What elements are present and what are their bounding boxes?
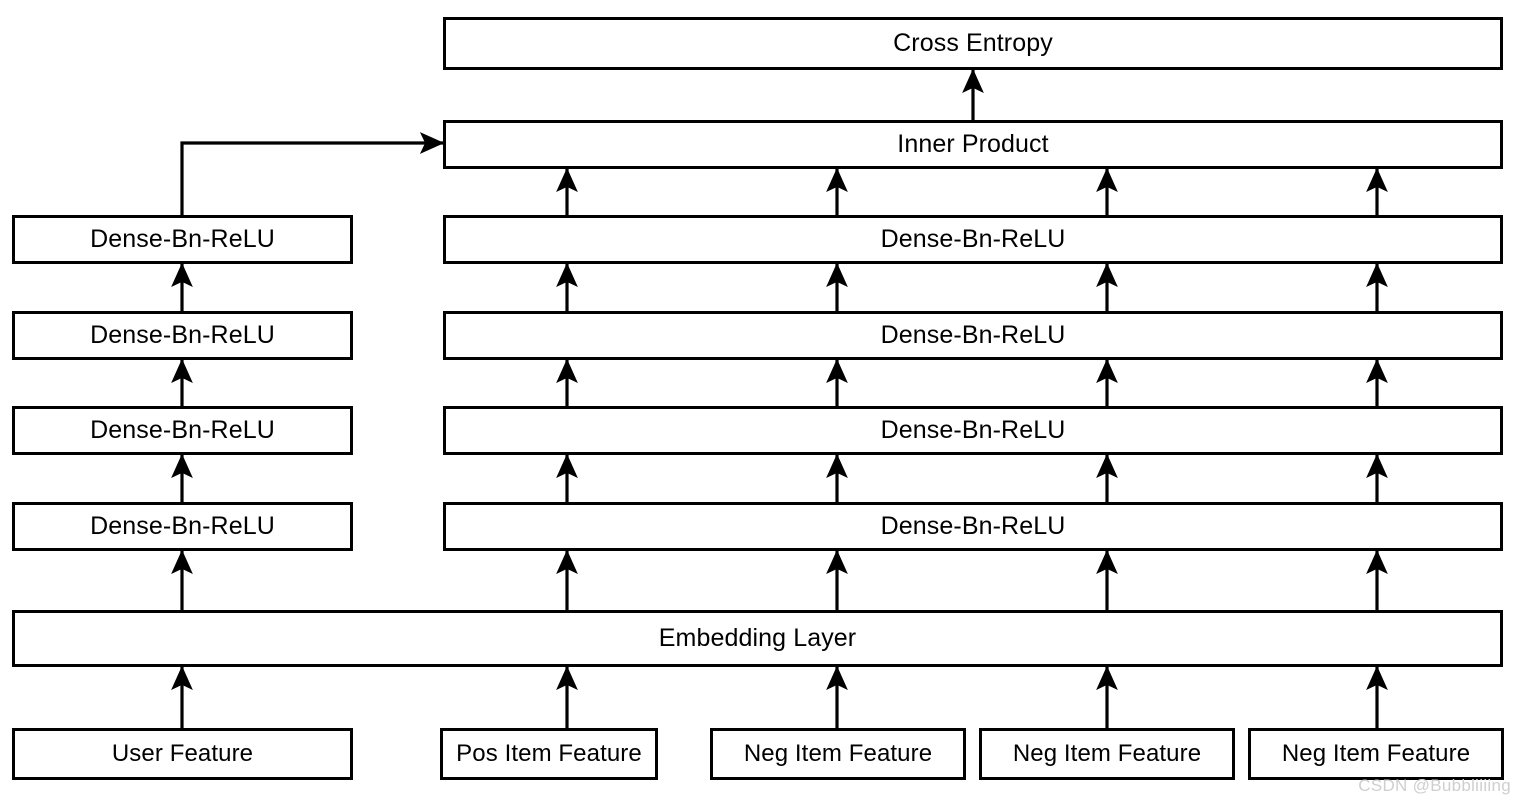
node-cross-entropy[interactable]: Cross Entropy bbox=[443, 17, 1503, 70]
node-item-dense-bn-relu-2[interactable]: Dense-Bn-ReLU bbox=[443, 406, 1503, 455]
node-pos-item-feature[interactable]: Pos Item Feature bbox=[440, 728, 658, 780]
node-user-feature[interactable]: User Feature bbox=[12, 728, 353, 780]
edge-e-userdense-to-inner bbox=[180, 132, 445, 215]
watermark: CSDN @Bubbliiiing bbox=[1358, 776, 1511, 795]
node-item-dense-bn-relu-4[interactable]: Dense-Bn-ReLU bbox=[443, 215, 1503, 264]
node-item-dense-bn-relu-1[interactable]: Dense-Bn-ReLU bbox=[443, 502, 1503, 551]
node-user-dense-bn-relu-1[interactable]: Dense-Bn-ReLU bbox=[12, 502, 353, 551]
node-embedding-layer[interactable]: Embedding Layer bbox=[12, 610, 1503, 667]
node-neg-item-feature-1[interactable]: Neg Item Feature bbox=[710, 728, 966, 780]
node-neg-item-feature-3[interactable]: Neg Item Feature bbox=[1248, 728, 1504, 780]
node-user-dense-bn-relu-2[interactable]: Dense-Bn-ReLU bbox=[12, 406, 353, 455]
node-user-dense-bn-relu-4[interactable]: Dense-Bn-ReLU bbox=[12, 215, 353, 264]
node-inner-product[interactable]: Inner Product bbox=[443, 120, 1503, 169]
node-item-dense-bn-relu-3[interactable]: Dense-Bn-ReLU bbox=[443, 311, 1503, 360]
node-user-dense-bn-relu-3[interactable]: Dense-Bn-ReLU bbox=[12, 311, 353, 360]
node-neg-item-feature-2[interactable]: Neg Item Feature bbox=[979, 728, 1235, 780]
